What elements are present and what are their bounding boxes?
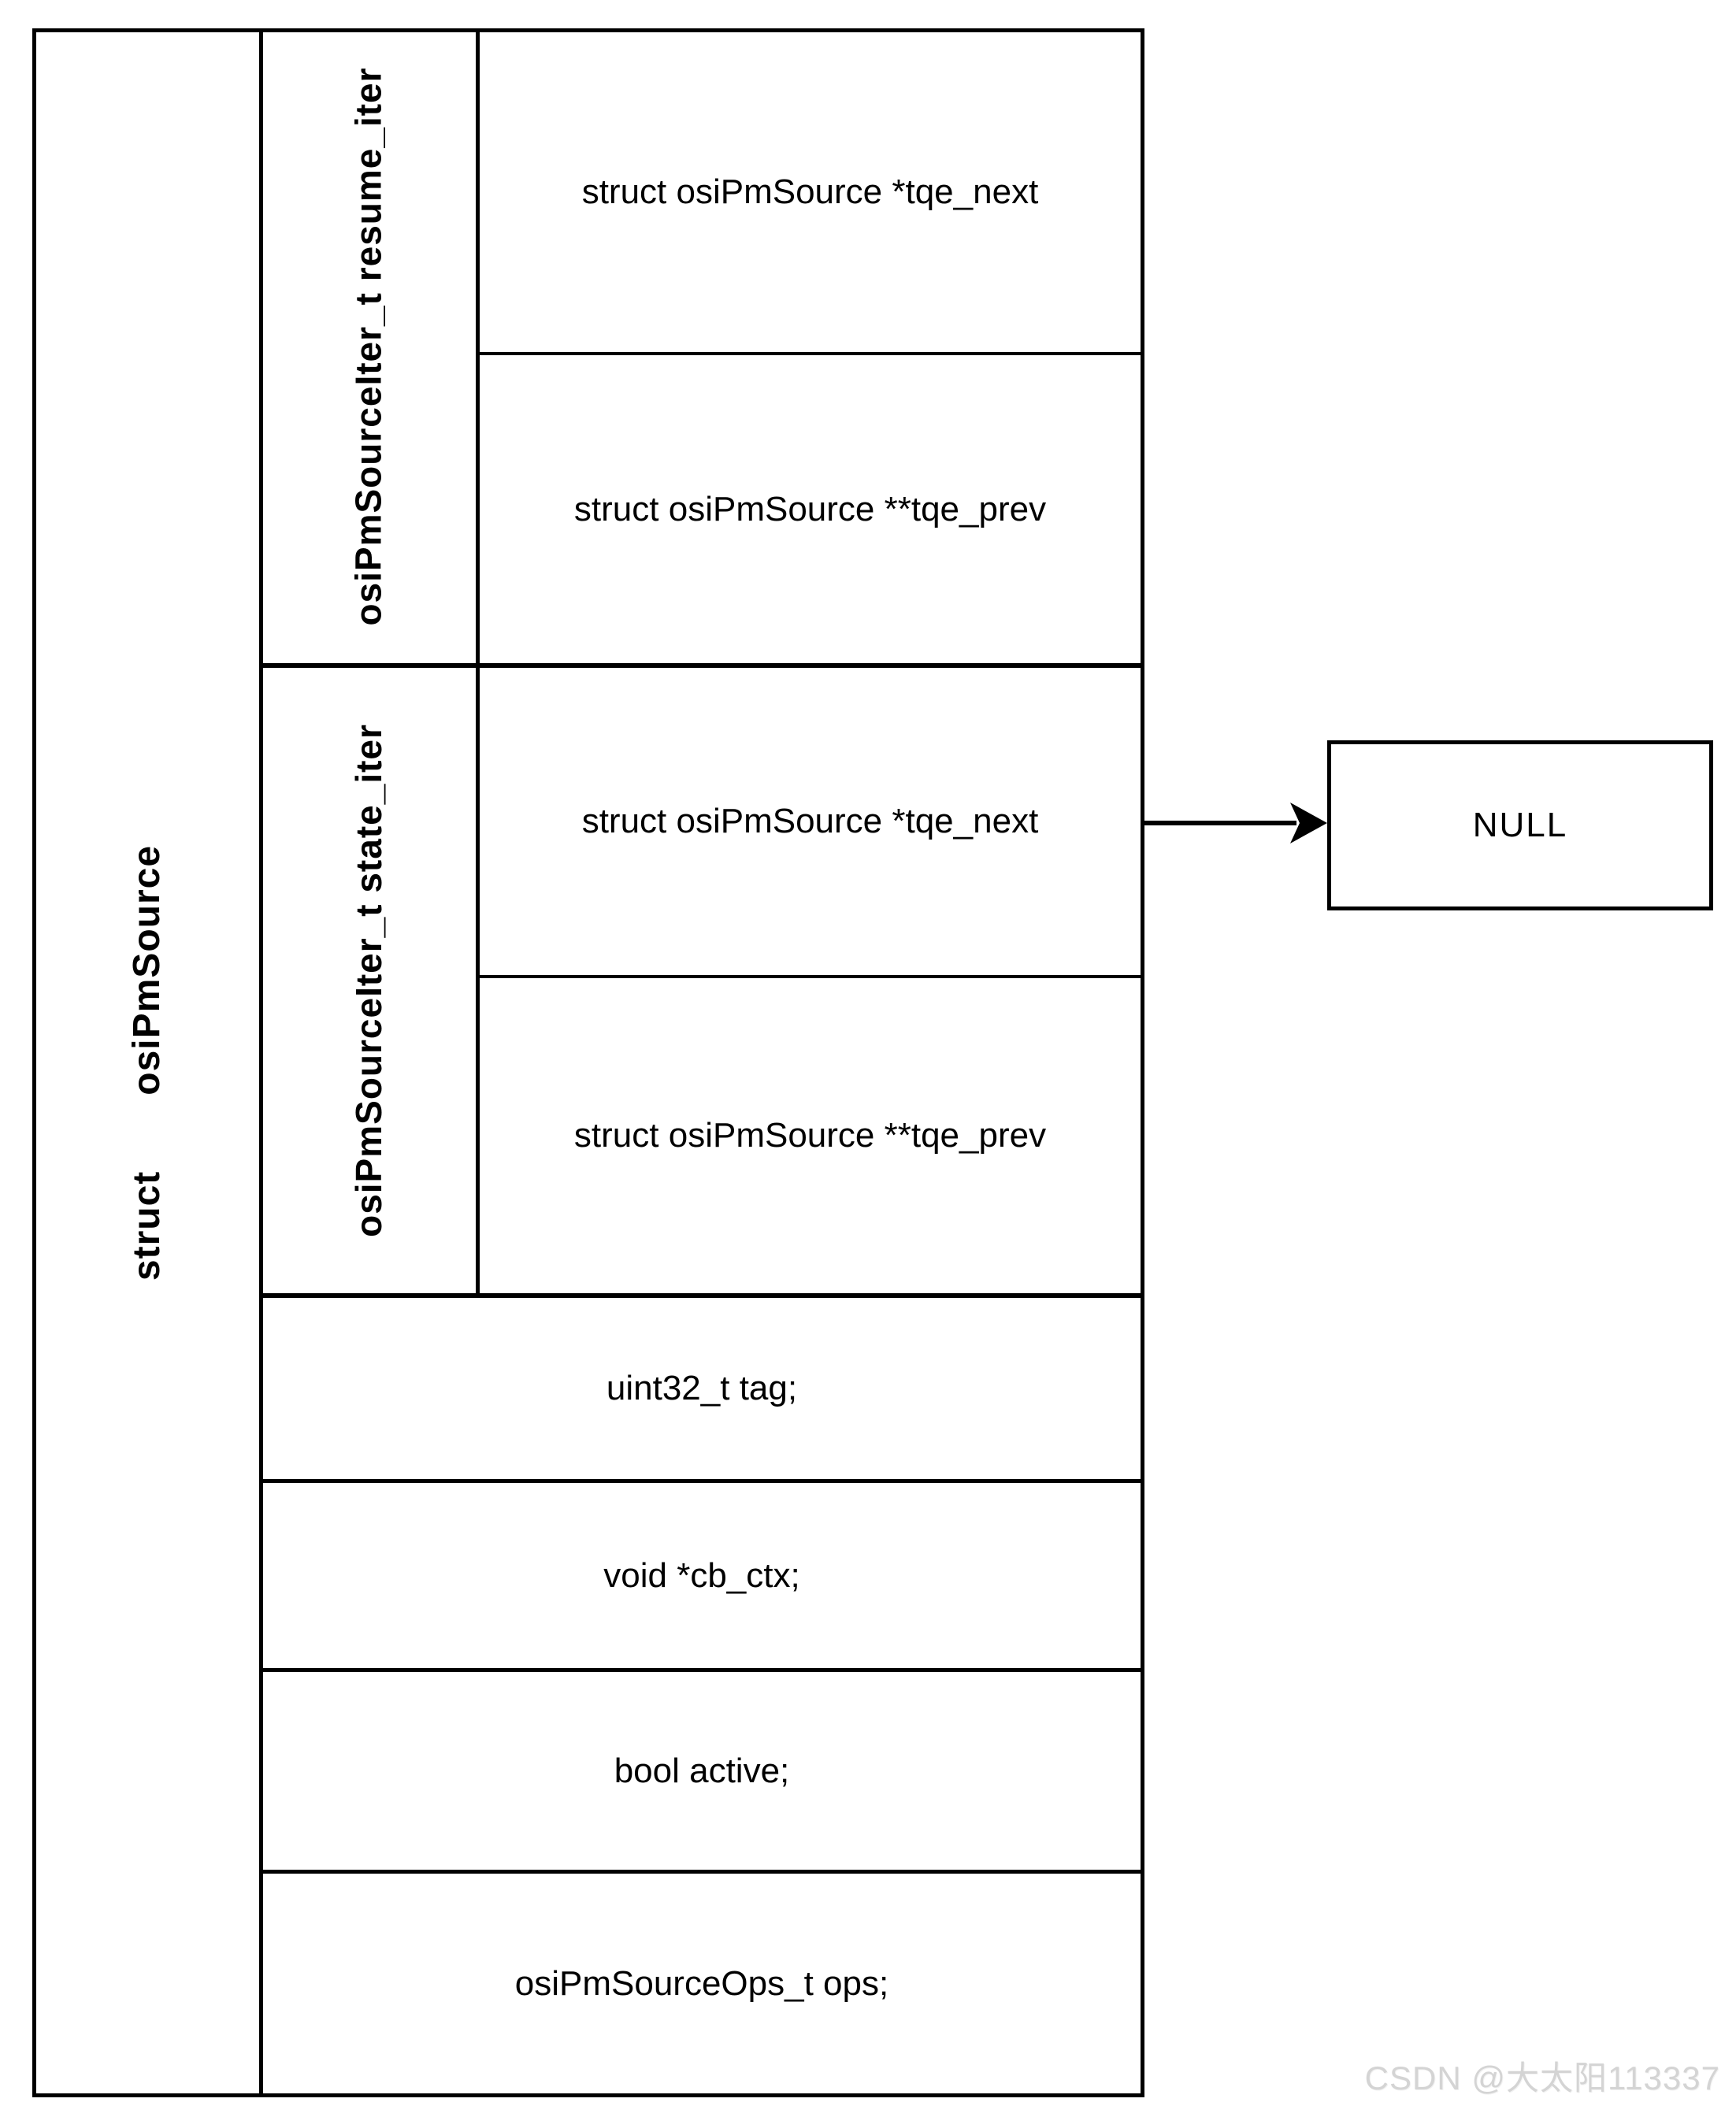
state-tqe-prev-cell: struct osiPmSource **tqe_prev — [480, 978, 1141, 1293]
tag-field-text: uint32_t tag; — [606, 1369, 798, 1407]
watermark-text: CSDN @大太阳113337 — [1364, 2060, 1720, 2097]
ops-field-text: osiPmSourceOps_t ops; — [514, 1963, 889, 2003]
outer-right-border-line — [1141, 28, 1144, 2097]
state-tqe-prev-text: struct osiPmSource **tqe_prev — [573, 1116, 1047, 1155]
state-iter-label: osiPmSourceIter_t state_iter — [347, 724, 389, 1237]
struct-typename-text: osiPmSource — [126, 844, 169, 1096]
null-box-label: NULL — [1472, 806, 1568, 844]
tag-cbctx-divider-line — [259, 1479, 1144, 1483]
null-box: NULL — [1327, 740, 1713, 910]
state-next-prev-divider-line — [476, 975, 1144, 978]
resume-iter-label: osiPmSourceIter_t resume_iter — [347, 67, 389, 626]
iter-label-divider-line — [476, 28, 480, 1297]
resume-tqe-prev-text: struct osiPmSource **tqe_prev — [573, 489, 1047, 528]
outer-top-border-line — [32, 28, 1144, 32]
outer-left-border-line — [32, 28, 36, 2097]
struct-column-divider-line — [259, 28, 263, 2097]
active-ops-divider-line — [259, 1870, 1144, 1874]
cb-ctx-field-cell: void *cb_ctx; — [263, 1483, 1141, 1668]
tag-field-cell: uint32_t tag; — [263, 1298, 1141, 1479]
resume-next-prev-divider-line — [476, 352, 1144, 355]
state-tqe-next-text: struct osiPmSource *tqe_next — [581, 802, 1039, 840]
struct-name-column: struct osiPmSource — [34, 30, 261, 2095]
resume-tqe-prev-cell: struct osiPmSource **tqe_prev — [480, 355, 1141, 663]
state-iter-label-cell: osiPmSourceIter_t state_iter — [261, 668, 476, 1293]
outer-bottom-border-line — [32, 2093, 1144, 2097]
active-field-cell: bool active; — [263, 1672, 1141, 1870]
struct-name-label: struct osiPmSource — [126, 844, 169, 1280]
struct-keyword-text: struct — [126, 1170, 169, 1281]
resume-tqe-next-cell: struct osiPmSource *tqe_next — [480, 32, 1141, 352]
state-tag-divider-line — [259, 1293, 1144, 1298]
state-tqe-next-cell: struct osiPmSource *tqe_next — [480, 668, 1141, 975]
resume-tqe-next-text: struct osiPmSource *tqe_next — [581, 172, 1039, 211]
pointer-arrow — [1142, 803, 1327, 843]
cbctx-active-divider-line — [259, 1668, 1144, 1672]
resume-state-divider-line — [259, 663, 1144, 668]
resume-iter-label-cell: osiPmSourceIter_t resume_iter — [261, 30, 476, 663]
active-field-text: bool active; — [614, 1751, 790, 1790]
ops-field-cell: osiPmSourceOps_t ops; — [263, 1874, 1141, 2093]
cb-ctx-field-text: void *cb_ctx; — [603, 1555, 800, 1595]
